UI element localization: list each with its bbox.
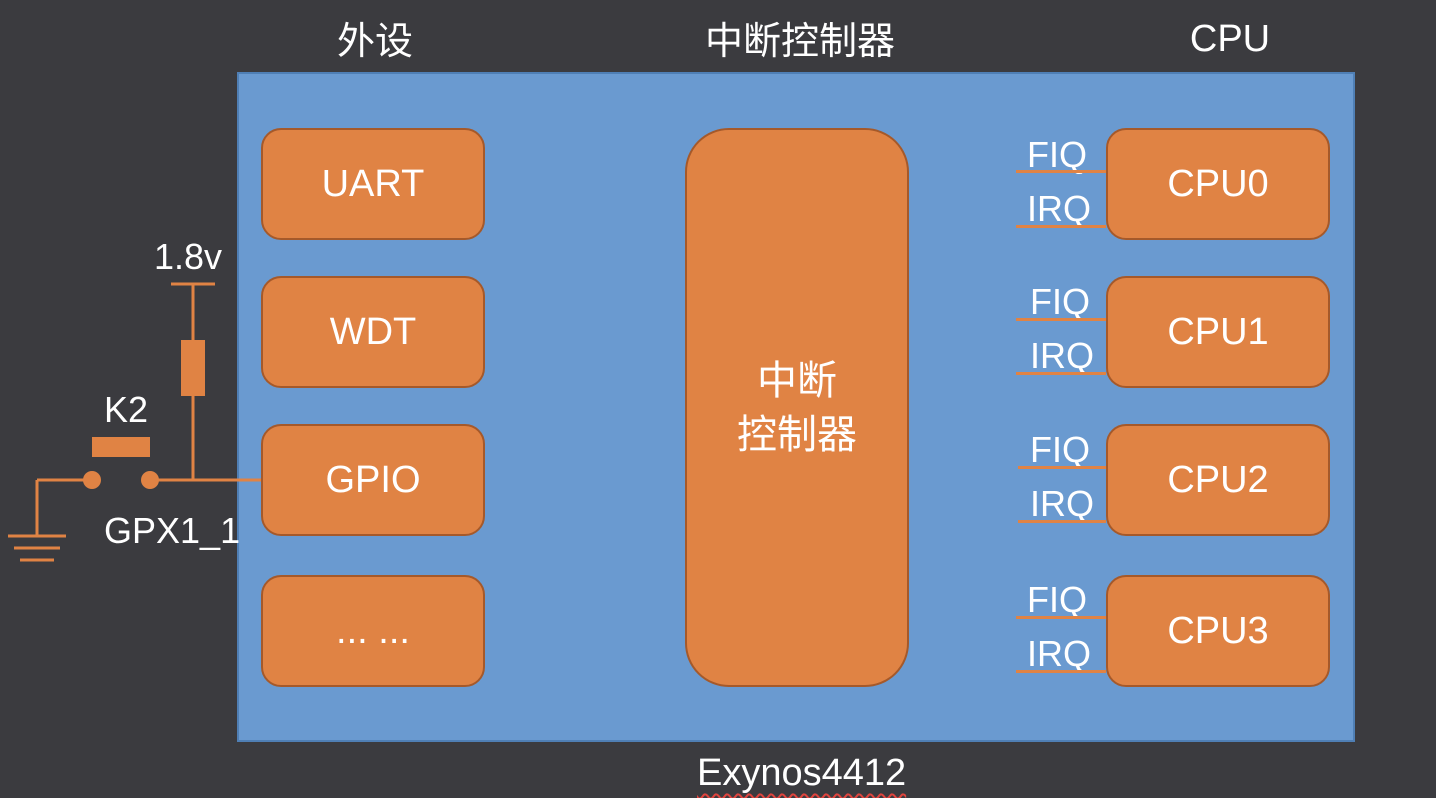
switch-actuator — [92, 437, 150, 457]
irq-label-0: IRQ — [1027, 188, 1092, 229]
controller-label-line2: 控制器 — [737, 412, 857, 457]
fiq-label-2: FIQ — [1030, 429, 1090, 470]
peripheral-wdt: WDT — [261, 276, 485, 388]
fiq-label-1: FIQ — [1030, 281, 1090, 322]
cpu-header: CPU — [1189, 18, 1271, 60]
fiq-line-2 — [1018, 466, 1106, 469]
irq-label-1: IRQ — [1030, 335, 1095, 376]
chip-name: Exynos4412 — [697, 752, 907, 794]
cpu-block-3: CPU3 — [1106, 575, 1330, 687]
key-label: K2 — [104, 389, 149, 430]
irq-line-0 — [1016, 225, 1106, 228]
switch-contact-right — [141, 471, 159, 489]
controller-label-line1: 中断 — [757, 358, 837, 403]
pullup-resistor — [181, 340, 205, 396]
fiq-line-1 — [1016, 318, 1106, 321]
irq-line-1 — [1016, 372, 1106, 375]
irq-line-2 — [1018, 520, 1106, 523]
cpu-block-2: CPU2 — [1106, 424, 1330, 536]
fiq-label-0: FIQ — [1027, 134, 1087, 175]
fiq-line-3 — [1016, 616, 1106, 619]
fiq-label-3: FIQ — [1027, 579, 1087, 620]
cpu-block-0: CPU0 — [1106, 128, 1330, 240]
irq-line-3 — [1016, 670, 1106, 673]
peripheral-header: 外设 — [336, 21, 413, 63]
pin-label: GPX1_1 — [104, 510, 241, 551]
switch-contact-left — [83, 471, 101, 489]
controller-header: 中断控制器 — [704, 21, 895, 63]
peripheral-gpio: GPIO — [261, 424, 485, 536]
button-circuit — [8, 282, 261, 562]
irq-label-3: IRQ — [1027, 633, 1092, 674]
fiq-line-0 — [1016, 170, 1106, 173]
voltage-label: 1.8v — [154, 236, 223, 277]
peripheral-uart: UART — [261, 128, 485, 240]
interrupt-controller: 中断 控制器 — [685, 128, 909, 687]
irq-label-2: IRQ — [1030, 483, 1095, 524]
cpu-block-1: CPU1 — [1106, 276, 1330, 388]
peripheral-more: ... ... — [261, 575, 485, 687]
